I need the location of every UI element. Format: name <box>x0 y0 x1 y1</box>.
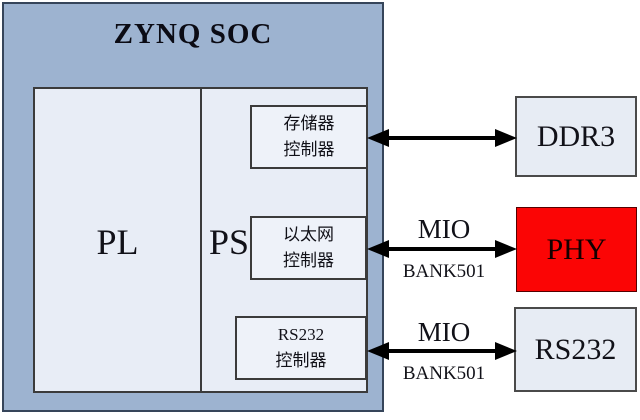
rs232-box: RS232 <box>514 307 637 392</box>
rs232-controller-box: RS232 控制器 <box>235 316 367 380</box>
ethernet-controller-line1: 以太网 <box>283 225 334 244</box>
ddr3-box: DDR3 <box>515 96 637 177</box>
phy-box: PHY <box>516 207 637 292</box>
bank501-label-phy: BANK501 <box>402 261 486 282</box>
rs232-label: RS232 <box>534 332 617 366</box>
ethernet-controller-box: 以太网 控制器 <box>250 216 367 280</box>
ddr3-label: DDR3 <box>536 119 616 153</box>
ethernet-controller-line2: 控制器 <box>283 251 334 270</box>
rs232-arrow <box>367 342 517 360</box>
ps-region-label: PS <box>209 222 250 262</box>
memory-ddr3-arrow <box>367 129 517 147</box>
bank501-label-rs232: BANK501 <box>402 363 486 384</box>
pl-ps-divider <box>200 89 202 391</box>
memory-controller-line1: 存储器 <box>283 114 335 133</box>
mio-label-rs232: MIO <box>417 317 471 347</box>
mio-label-phy: MIO <box>417 214 471 244</box>
phy-label: PHY <box>546 232 607 266</box>
rs232-controller-line1: RS232 <box>277 325 325 344</box>
rs232-controller-line2: 控制器 <box>275 351 327 370</box>
memory-controller-box: 存储器 控制器 <box>250 105 368 169</box>
memory-controller-line2: 控制器 <box>283 140 335 159</box>
pl-region-label: PL <box>96 222 139 262</box>
zynq-soc-title: ZYNQ SOC <box>113 18 273 50</box>
ethernet-phy-arrow <box>367 240 517 258</box>
